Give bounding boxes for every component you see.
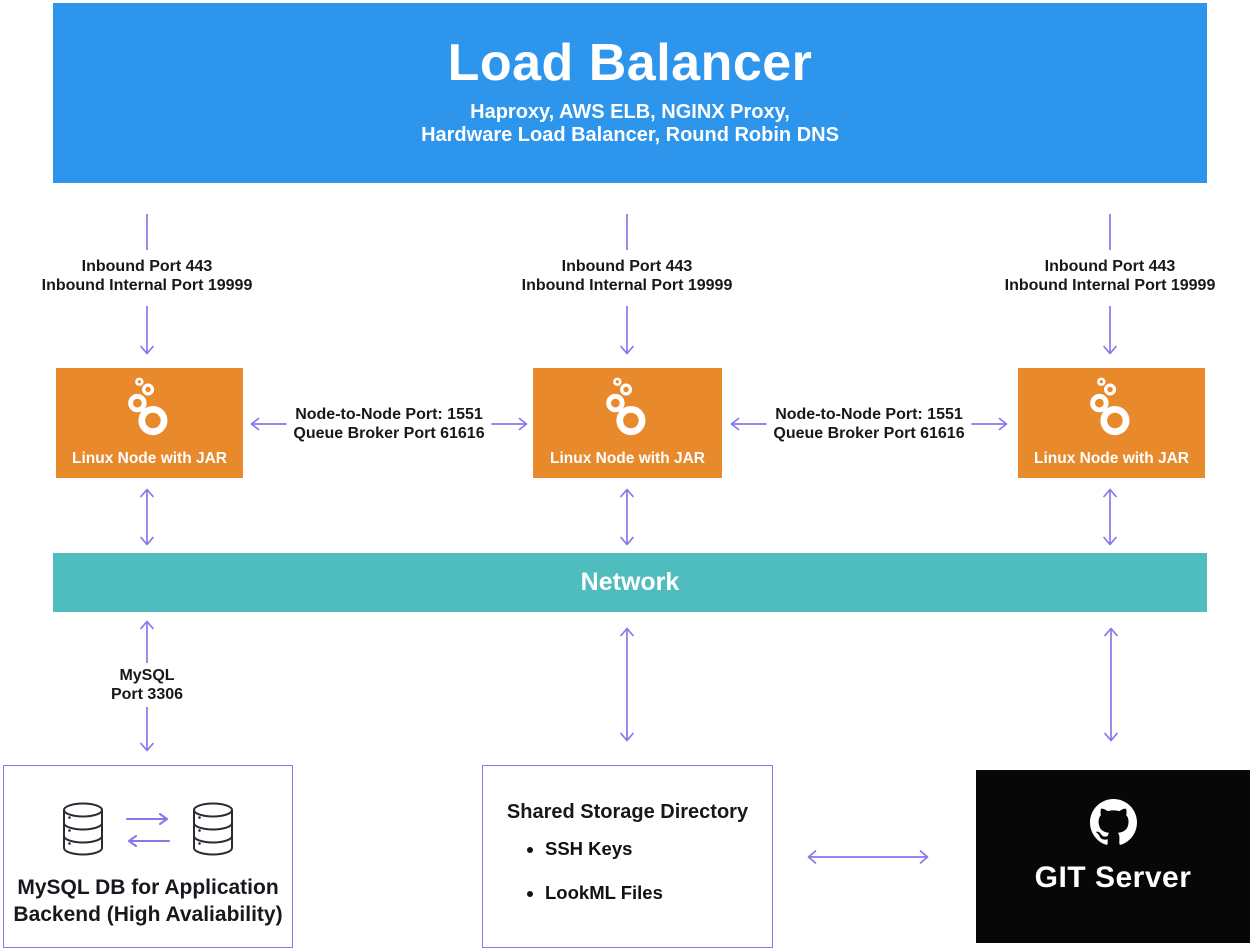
- node-link-label: Node-to-Node Port: 1551 Queue Broker Por…: [773, 406, 965, 442]
- node-label: Linux Node with JAR: [72, 450, 227, 467]
- database-icon: [193, 802, 233, 856]
- db-replication-row: [4, 802, 292, 858]
- arrow-left-icon: [730, 417, 767, 431]
- mysql-db-box: MySQL DB for Application Backend (High A…: [3, 765, 293, 948]
- linux-node-1: Linux Node with JAR: [56, 368, 243, 478]
- linux-node-3: Linux Node with JAR: [1018, 368, 1205, 478]
- node-label: Linux Node with JAR: [1034, 450, 1189, 467]
- github-icon: [1089, 799, 1137, 845]
- shared-storage-box: Shared Storage Directory SSH Keys LookML…: [482, 765, 773, 948]
- db-sync-arrows: [125, 813, 171, 847]
- list-item: SSH Keys: [545, 838, 772, 860]
- looker-logo-icon: [1089, 377, 1129, 436]
- load-balancer-subtitle-1: Haproxy, AWS ELB, NGINX Proxy,: [470, 101, 790, 123]
- arrow-right-icon: [971, 417, 1008, 431]
- double-arrow-vertical-icon: [140, 488, 154, 546]
- load-balancer-subtitle-2: Hardware Load Balancer, Round Robin DNS: [421, 124, 839, 146]
- mysql-port-label: MySQL Port 3306: [110, 667, 184, 703]
- mysql-db-label: MySQL DB for Application Backend (High A…: [13, 876, 283, 926]
- looker-logo-icon: [605, 377, 645, 436]
- database-icon: [63, 802, 103, 856]
- shared-storage-title: Shared Storage Directory: [506, 801, 749, 823]
- inbound-ports-label: Inbound Port 443 Inbound Internal Port 1…: [41, 258, 253, 294]
- list-item: LookML Files: [545, 882, 772, 904]
- connector-line-icon: [626, 214, 628, 250]
- double-arrow-vertical-icon: [1104, 627, 1118, 742]
- node-link-label: Node-to-Node Port: 1551 Queue Broker Por…: [293, 406, 485, 442]
- shared-storage-list: SSH Keys LookML Files: [483, 838, 772, 904]
- load-balancer-box: Load Balancer Haproxy, AWS ELB, NGINX Pr…: [53, 3, 1207, 183]
- arrow-left-icon: [250, 417, 287, 431]
- arrow-right-icon: [126, 813, 168, 825]
- looker-logo-icon: [127, 377, 167, 436]
- node-link-1: Node-to-Node Port: 1551 Queue Broker Por…: [248, 402, 530, 446]
- double-arrow-vertical-icon: [1103, 488, 1117, 546]
- arrow-down-icon: [140, 707, 154, 752]
- git-server-box: GIT Server: [976, 770, 1250, 943]
- arrow-right-icon: [491, 417, 528, 431]
- arrow-down-icon: [140, 306, 154, 355]
- double-arrow-vertical-icon: [620, 627, 634, 742]
- network-bar: Network: [53, 553, 1207, 612]
- inbound-ports-label: Inbound Port 443 Inbound Internal Port 1…: [1004, 258, 1216, 294]
- linux-node-2: Linux Node with JAR: [533, 368, 722, 478]
- arrow-up-icon: [140, 620, 154, 663]
- double-arrow-vertical-icon: [620, 488, 634, 546]
- connector-line-icon: [146, 214, 148, 250]
- arrow-down-icon: [620, 306, 634, 355]
- node-label: Linux Node with JAR: [550, 450, 705, 467]
- network-label: Network: [580, 568, 680, 596]
- git-server-label: GIT Server: [1034, 861, 1192, 894]
- node-link-2: Node-to-Node Port: 1551 Queue Broker Por…: [728, 402, 1010, 446]
- connector-line-icon: [1109, 214, 1111, 250]
- arrow-down-icon: [1103, 306, 1117, 355]
- inbound-ports-label: Inbound Port 443 Inbound Internal Port 1…: [521, 258, 733, 294]
- arrow-left-icon: [128, 835, 170, 847]
- load-balancer-title: Load Balancer: [447, 34, 813, 92]
- double-arrow-horizontal-icon: [807, 850, 929, 864]
